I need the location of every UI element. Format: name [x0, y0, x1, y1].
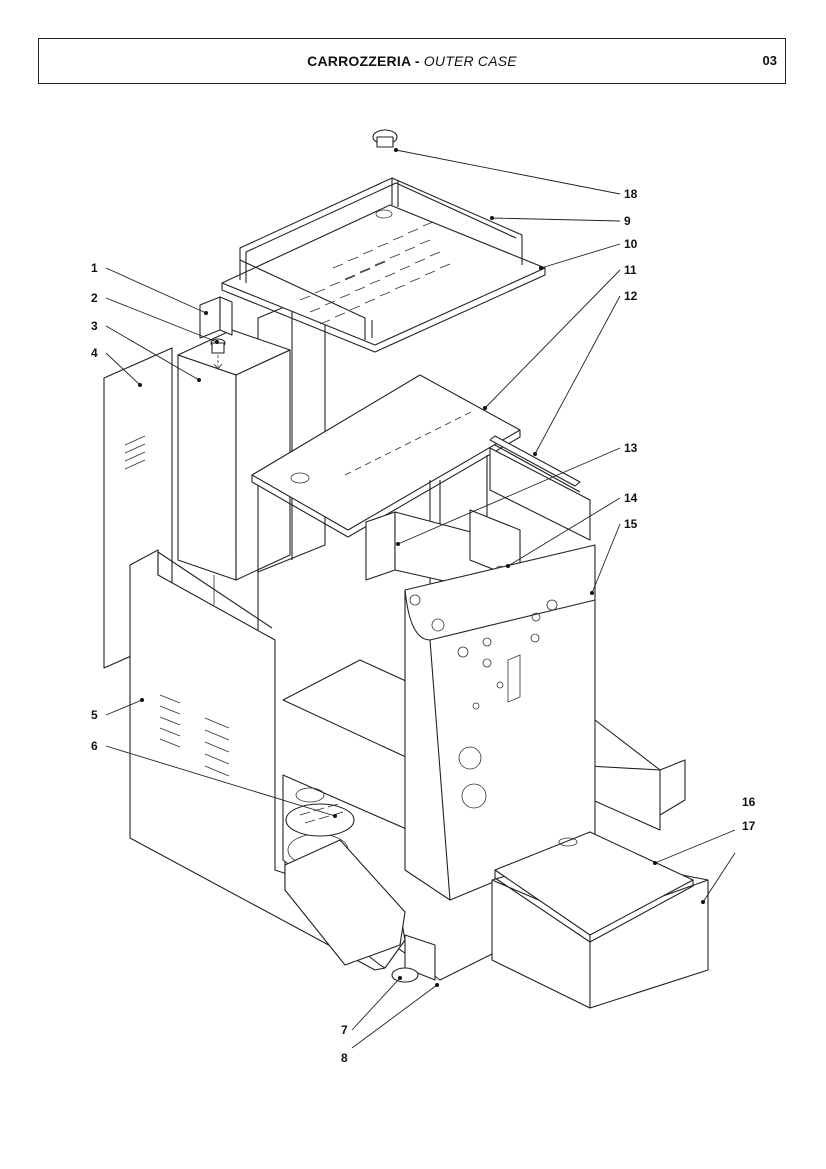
callout-12: 12 [624, 289, 638, 303]
part-10-cup-tray [221, 204, 546, 353]
callout-2: 2 [91, 291, 98, 305]
callout-6: 6 [91, 739, 98, 753]
part-9-tray-rail [239, 177, 523, 340]
page-title: CARROZZERIA - OUTER CASE [39, 53, 785, 69]
callout-8: 8 [341, 1051, 348, 1065]
page-header: CARROZZERIA - OUTER CASE 03 [38, 38, 786, 84]
callout-18: 18 [624, 187, 638, 201]
callout-14: 14 [624, 491, 638, 505]
part-5-side-panel [129, 549, 406, 971]
part-18-cap [372, 129, 398, 148]
part-16-drip-grid [494, 831, 694, 943]
part-3-boiler-column [177, 329, 291, 605]
part-1-bracket [199, 296, 233, 339]
callout-16: 16 [742, 795, 756, 809]
callout-15: 15 [624, 517, 638, 531]
title-italian: CARROZZERIA [307, 53, 411, 69]
callout-10: 10 [624, 237, 638, 251]
part-12-rail [489, 435, 581, 493]
callout-5: 5 [91, 708, 98, 722]
callout-11: 11 [624, 263, 637, 277]
callout-4: 4 [91, 346, 98, 360]
part-11-top-cover [251, 374, 521, 538]
title-separator: - [410, 53, 424, 69]
callout-7: 7 [341, 1023, 348, 1037]
callout-17: 17 [742, 819, 756, 833]
callout-1: 1 [91, 261, 98, 275]
part-7-foot [391, 967, 419, 983]
callout-labels: 1 2 3 4 5 6 7 8 9 10 11 12 13 14 15 16 1… [91, 187, 756, 1065]
part-6-drain-grille [285, 803, 355, 837]
callout-3: 3 [91, 319, 98, 333]
leader-dots [138, 148, 705, 987]
title-english: OUTER CASE [423, 53, 517, 69]
callout-9: 9 [624, 214, 631, 228]
callout-13: 13 [624, 441, 638, 455]
page-number: 03 [762, 53, 777, 68]
leader-lines [105, 149, 736, 1049]
